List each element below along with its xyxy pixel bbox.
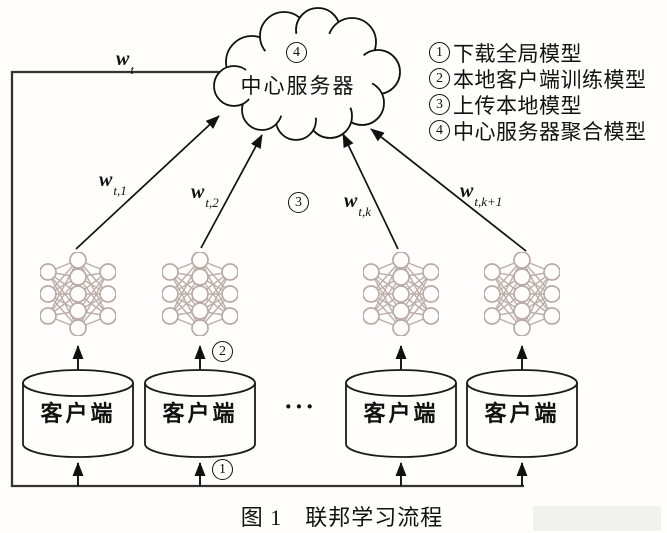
weight-label-tk: wt,k [344, 190, 371, 219]
client-label-1: 客户端 [40, 401, 116, 426]
scan-watermark-box [533, 506, 661, 531]
legend-num-3: 3 [429, 94, 450, 115]
legend-text-3: 上传本地模型 [453, 93, 582, 118]
client-label-4: 客户端 [484, 401, 560, 426]
nn-icon-2 [162, 252, 238, 336]
legend-num-1: 1 [429, 42, 450, 63]
train-arrows [72, 345, 528, 370]
legend-num-4: 4 [429, 120, 450, 141]
client-label-2: 客户端 [162, 401, 238, 426]
legend-item-1: 1 下载全局模型 [429, 42, 647, 66]
legend-item-3: 3 上传本地模型 [429, 94, 647, 118]
client-cylinder-4 [466, 369, 578, 458]
legend-item-4: 4 中心服务器聚合模型 [429, 120, 647, 144]
weight-label-tk1: wt,k+1 [460, 180, 503, 209]
step-2-badge: 2 [212, 341, 233, 362]
legend-text-2: 本地客户端训练模型 [453, 67, 647, 92]
weight-label-t2: wt,2 [191, 181, 219, 210]
download-arrows [72, 462, 528, 486]
central-server-label: 中心服务器 [240, 74, 356, 98]
legend: 1 下载全局模型 2 本地客户端训练模型 3 上传本地模型 4 中心服务器聚合模… [429, 42, 647, 144]
legend-text-4: 中心服务器聚合模型 [453, 119, 647, 144]
step-3-badge: 3 [288, 192, 309, 213]
nn-icon-4 [484, 252, 560, 336]
legend-text-1: 下载全局模型 [453, 41, 582, 66]
client-cylinder-2 [144, 369, 256, 458]
nn-icon-3 [363, 252, 439, 336]
global-weight-loop-line [10, 70, 524, 488]
weight-label-global: wt [116, 48, 134, 77]
step-1-badge: 1 [212, 459, 233, 480]
step-4-badge: 4 [286, 42, 307, 63]
figure-caption: 图 1 联邦学习流程 [240, 505, 444, 530]
legend-num-2: 2 [429, 68, 450, 89]
weight-label-t1: wt,1 [99, 169, 127, 198]
legend-item-2: 2 本地客户端训练模型 [429, 68, 647, 92]
nn-icon-1 [40, 252, 116, 336]
upload-arrows [75, 115, 527, 252]
ellipsis-more-clients: ··· [284, 392, 317, 421]
client-cylinder-3 [345, 369, 457, 458]
client-label-3: 客户端 [363, 401, 439, 426]
client-cylinder-1 [22, 369, 134, 458]
